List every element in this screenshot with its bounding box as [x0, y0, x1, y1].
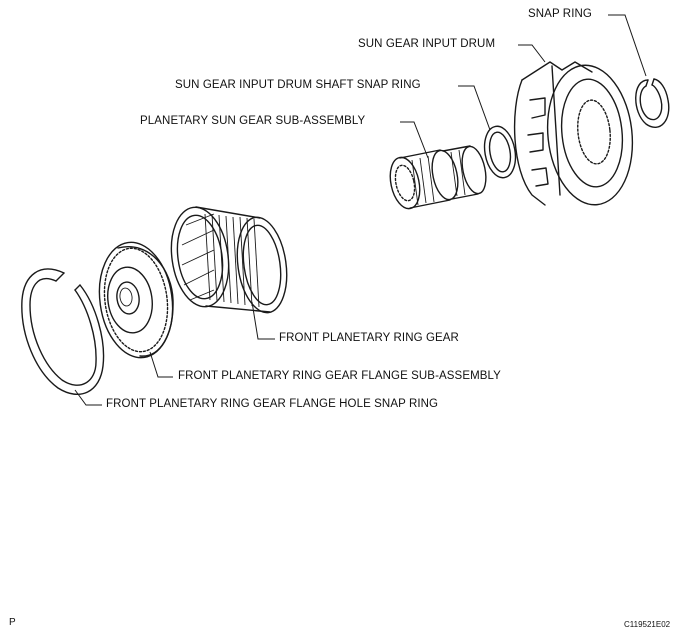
ring-gear-flange-drawing	[98, 241, 174, 359]
leader-snap-ring	[608, 14, 647, 77]
leader-flange-hole-snap-ring	[74, 389, 102, 406]
footer-code-left: P	[9, 617, 16, 628]
shaft-snap-ring-drawing	[483, 125, 517, 179]
label-front-planetary-ring-gear-flange-sub-assembly: FRONT PLANETARY RING GEAR FLANGE SUB-ASS…	[178, 370, 501, 382]
leader-lines	[74, 14, 647, 406]
figure-id: C119521E02	[624, 620, 671, 629]
leader-ring-gear-flange	[149, 351, 173, 378]
planetary-sun-gear-drawing	[389, 145, 487, 210]
flange-hole-snap-ring-drawing	[21, 268, 105, 395]
snap-ring-drawing	[635, 78, 670, 128]
leader-sun-gear-input-drum	[518, 44, 546, 63]
sun-gear-input-drum-drawing	[513, 61, 634, 206]
leader-planetary-sun-gear	[400, 121, 429, 159]
label-front-planetary-ring-gear: FRONT PLANETARY RING GEAR	[279, 332, 459, 344]
label-front-planetary-ring-gear-flange-hole-snap-ring: FRONT PLANETARY RING GEAR FLANGE HOLE SN…	[106, 398, 439, 410]
front-planetary-ring-gear-drawing	[170, 206, 288, 314]
leader-shaft-snap-ring	[458, 85, 491, 131]
label-planetary-sun-gear-sub-assembly: PLANETARY SUN GEAR SUB-ASSEMBLY	[140, 115, 366, 127]
label-snap-ring: SNAP RING	[528, 8, 592, 20]
label-sun-gear-input-drum-shaft-snap-ring: SUN GEAR INPUT DRUM SHAFT SNAP RING	[175, 79, 421, 91]
leader-front-ring-gear	[251, 301, 275, 340]
label-sun-gear-input-drum: SUN GEAR INPUT DRUM	[358, 38, 496, 50]
